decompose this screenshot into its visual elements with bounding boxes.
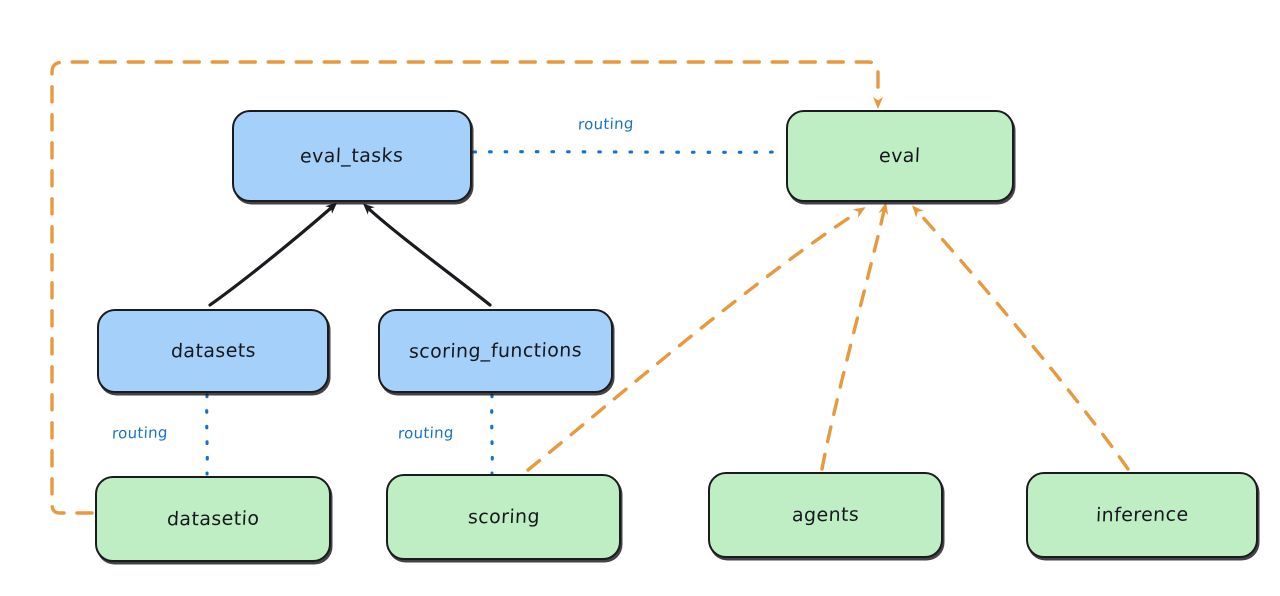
edge-label-routing-scoring: routing (397, 423, 455, 443)
edge-agents-eval (820, 202, 889, 471)
node-label-datasetio: datasetio (166, 507, 260, 531)
edge-routing-scoring_functions-scoring (490, 393, 494, 475)
edge-label-routing-eval: routing (577, 114, 635, 134)
node-label-scoring_functions: scoring_functions (408, 339, 583, 363)
edge-label-routing-datasets: routing (111, 423, 169, 443)
node-eval_tasks[interactable]: eval_tasks (232, 110, 472, 202)
node-label-datasets: datasets (170, 339, 256, 363)
edge-scoring_functions-eval_tasks (363, 203, 492, 307)
node-label-scoring: scoring (467, 505, 540, 529)
edge-routing-datasets-datasetio (205, 393, 209, 476)
node-agents[interactable]: agents (708, 472, 943, 558)
edge-datasets-eval_tasks (208, 202, 338, 307)
node-label-eval_tasks: eval_tasks (299, 144, 405, 168)
node-eval[interactable]: eval (786, 110, 1014, 202)
node-scoring[interactable]: scoring (386, 474, 621, 560)
node-label-agents: agents (791, 503, 860, 527)
node-label-inference: inference (1095, 503, 1189, 527)
node-datasets[interactable]: datasets (97, 309, 329, 393)
node-label-eval: eval (878, 144, 922, 168)
node-inference[interactable]: inference (1026, 472, 1258, 558)
edge-routing-eval_tasks-eval (472, 150, 785, 154)
node-scoring_functions[interactable]: scoring_functions (378, 309, 613, 393)
node-datasetio[interactable]: datasetio (95, 476, 331, 562)
edge-inference-eval (911, 205, 1130, 471)
